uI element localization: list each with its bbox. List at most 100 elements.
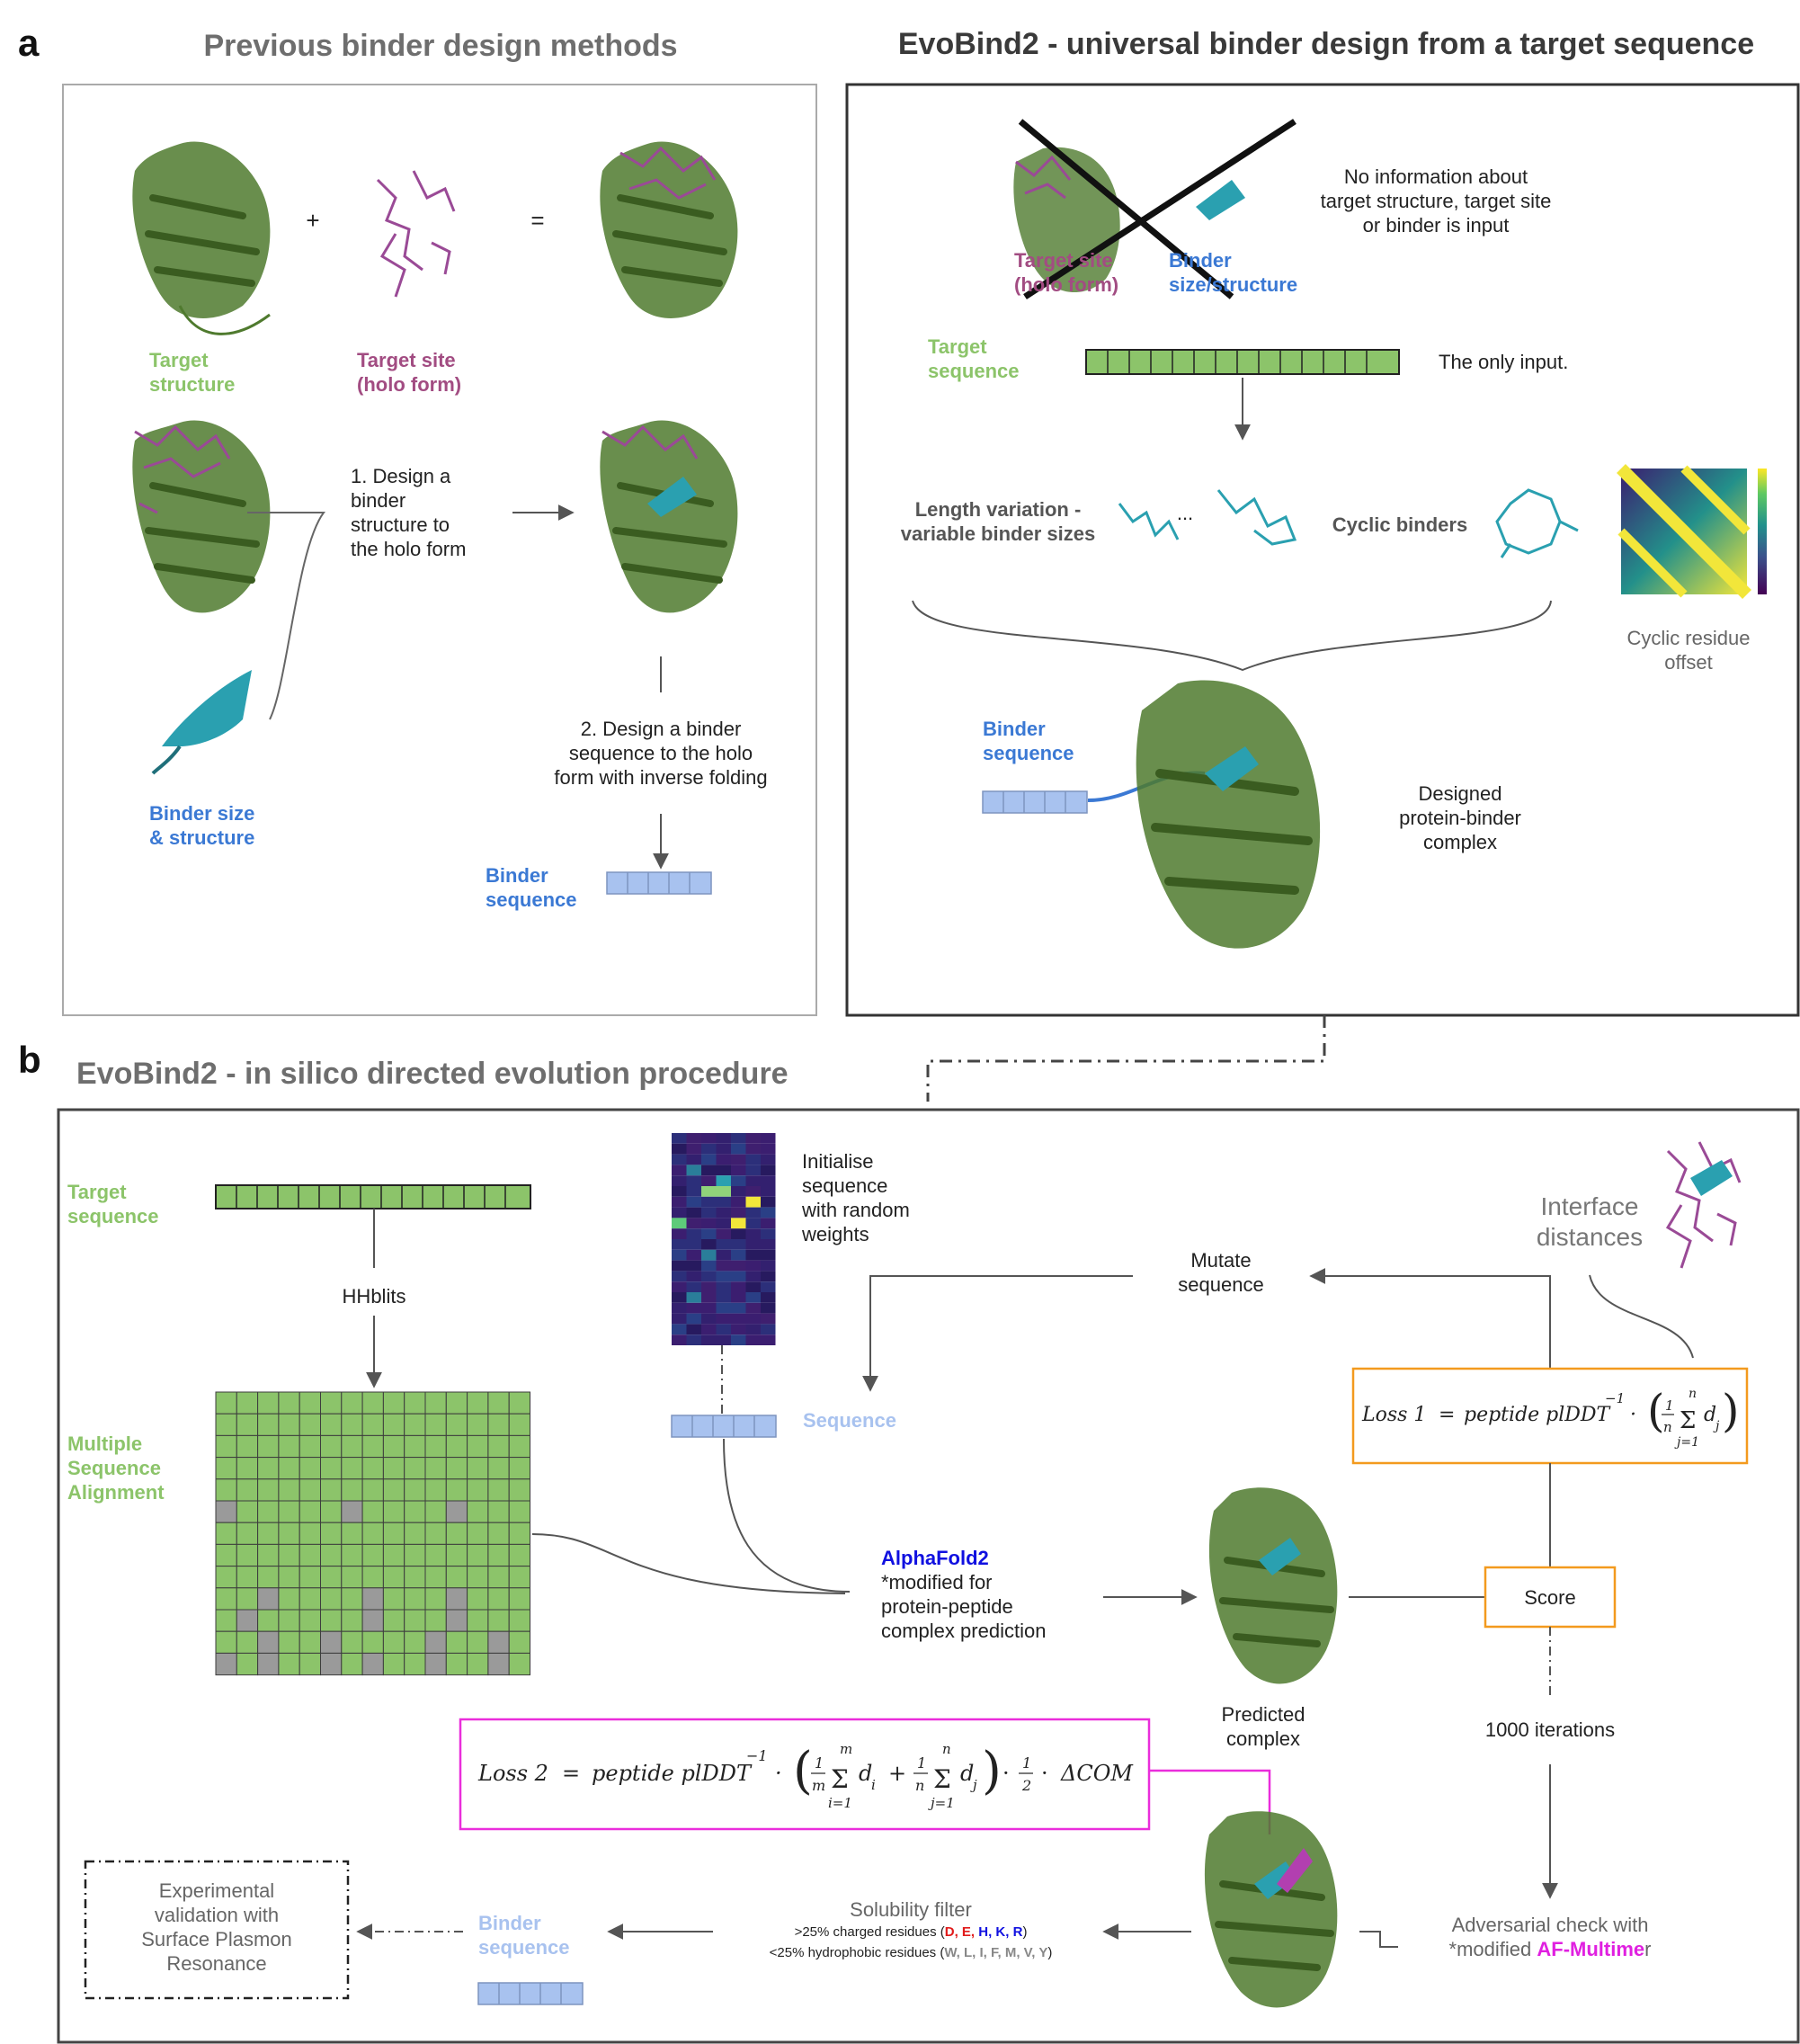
random-weights-heatmap [672, 1133, 776, 1345]
msa-cell [257, 1522, 280, 1545]
msa-cell [382, 1543, 405, 1567]
msa-cell [382, 1609, 405, 1632]
svg-text:d: d [1704, 1404, 1716, 1426]
score-box [1484, 1566, 1617, 1629]
weight-cell [686, 1249, 701, 1261]
msa-cell [215, 1522, 237, 1545]
msa-cell [424, 1500, 447, 1523]
weight-cell [701, 1196, 717, 1208]
weight-cell [672, 1186, 687, 1197]
cyclic-offset-label-2: offset [1664, 651, 1712, 674]
weight-cell [731, 1175, 746, 1186]
msa-cell [445, 1522, 468, 1545]
weight-cell [761, 1186, 776, 1197]
adversarial-complex-protein [1204, 1811, 1338, 2008]
weight-cell [761, 1175, 776, 1186]
left-binder-sequence-boxes [606, 871, 712, 895]
msa-cell [424, 1478, 447, 1502]
msa-cell [445, 1457, 468, 1480]
msa-cell [320, 1413, 343, 1436]
msa-cell [467, 1566, 489, 1589]
weight-cell [731, 1334, 746, 1345]
svg-text:Loss 2: Loss 2 [477, 1761, 548, 1786]
weight-cell [761, 1260, 776, 1272]
length-variation-2: variable binder sizes [901, 522, 1095, 545]
svg-text:·: · [1630, 1404, 1636, 1426]
msa-cell [341, 1434, 363, 1459]
msa-cell [299, 1457, 322, 1480]
msa-cell [487, 1522, 510, 1545]
right-binder-sequence-2: sequence [983, 742, 1074, 764]
msa-cell [424, 1391, 447, 1415]
msa-cell [215, 1500, 237, 1523]
msa-cell [424, 1587, 447, 1611]
msa-cell [382, 1522, 405, 1545]
msa-cell [236, 1478, 259, 1502]
msa-cell [404, 1566, 426, 1589]
msa-cell [215, 1434, 237, 1459]
msa-cell [508, 1652, 531, 1676]
svg-text:): ) [982, 1742, 1002, 1800]
msa-label-2: Sequence [67, 1457, 161, 1479]
mutate-to-sequence-arrow [862, 1275, 1133, 1392]
msa-cell [445, 1500, 468, 1523]
af2-desc-3: complex prediction [881, 1620, 1046, 1642]
msa-cell [320, 1434, 343, 1459]
msa-cell [487, 1413, 510, 1436]
msa-cell [382, 1478, 405, 1502]
binder-connector [247, 512, 325, 720]
b-binder-sequence-boxes [477, 1982, 584, 2005]
panel-a-right-title: EvoBind2 - universal binder design from … [898, 27, 1754, 61]
plus-sign: + [306, 207, 319, 234]
weight-cell [686, 1313, 701, 1325]
msa-cell [278, 1391, 300, 1415]
only-input-label: The only input. [1439, 351, 1568, 373]
svg-text:Σ: Σ [1680, 1407, 1696, 1434]
score-label: Score [1524, 1586, 1575, 1609]
weight-cell [672, 1218, 687, 1229]
svg-text:=: = [562, 1761, 580, 1786]
msa-cell [299, 1630, 322, 1654]
msa-cell [278, 1587, 300, 1611]
weight-cell [686, 1271, 701, 1282]
msa-cell [424, 1652, 447, 1676]
svg-text:j=1: j=1 [1674, 1435, 1699, 1450]
msa-cell [404, 1630, 426, 1654]
equals-sign: = [530, 207, 544, 234]
weight-cell [745, 1249, 761, 1261]
weight-cell [701, 1292, 717, 1303]
msa-cell [508, 1434, 531, 1459]
svg-text:−1: −1 [746, 1747, 768, 1764]
msa-cell [508, 1609, 531, 1632]
msa-cell [278, 1500, 300, 1523]
weight-cell [701, 1239, 717, 1250]
panel-b-letter: b [18, 1039, 41, 1081]
b-target-sequence-1: Target [67, 1181, 127, 1203]
weight-cell [761, 1133, 776, 1144]
charged-de: D, E, [945, 1924, 979, 1940]
weight-cell [761, 1143, 776, 1155]
msa-cell [508, 1478, 531, 1502]
msa-cell [236, 1543, 259, 1567]
msa-cell [257, 1478, 280, 1502]
msa-cell [278, 1566, 300, 1589]
panel-a-left-title: Previous binder design methods [203, 29, 677, 63]
msa-cell [404, 1478, 426, 1502]
svg-text:·: · [775, 1761, 782, 1786]
left-binder-sequence-label-1: Binder [486, 864, 548, 887]
msa-cell [487, 1609, 510, 1632]
msa-cell [382, 1434, 405, 1459]
weight-cell [701, 1281, 717, 1292]
svg-text:d: d [960, 1761, 974, 1786]
weight-cell [686, 1133, 701, 1144]
weight-cell [672, 1324, 687, 1335]
svg-text:1: 1 [1665, 1397, 1674, 1414]
weight-cell [701, 1324, 717, 1335]
weight-cell [701, 1249, 717, 1261]
weight-cell [731, 1324, 746, 1335]
msa-cell [424, 1543, 447, 1567]
weight-cell [731, 1302, 746, 1314]
weight-cell [731, 1133, 746, 1144]
weight-cell [701, 1175, 717, 1186]
target-structure-protein [132, 141, 271, 335]
